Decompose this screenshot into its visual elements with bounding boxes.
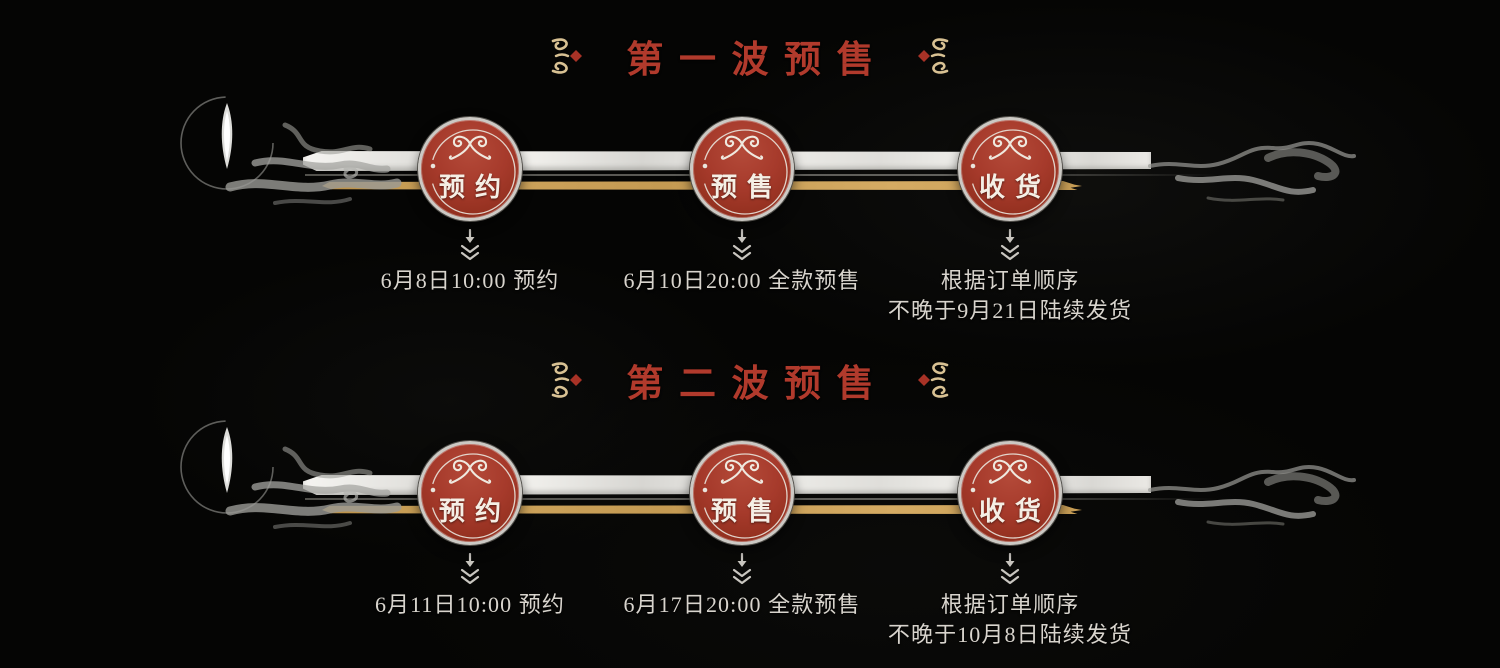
step-line: 6月10日20:00 全款预售 <box>623 268 861 293</box>
badge-inner-ring-icon <box>702 129 788 215</box>
step-description: 6月10日20:00 全款预售 <box>623 266 860 296</box>
step-delivery: 收货 根据订单顺序 不晚于9月21日陆续发货 <box>860 117 1160 326</box>
step-line: 不晚于9月21日陆续发货 <box>887 298 1133 323</box>
badge-label: 收货 <box>978 497 1051 526</box>
step-delivery: 收货 根据订单顺序 不晚于10月8日陆续发货 <box>860 441 1160 650</box>
step-description: 6月17日20:00 全款预售 <box>623 590 860 620</box>
step-reserve: 预约 6月11日10:00 预约 <box>320 441 620 620</box>
step-line: 不晚于10月8日陆续发货 <box>887 622 1133 647</box>
double-chevron-down-icon <box>732 229 752 261</box>
badge-inner-ring-icon <box>430 453 516 539</box>
step-presale: 预售 6月10日20:00 全款预售 <box>592 117 892 296</box>
step-badge-delivery: 收货 <box>958 117 1062 221</box>
section-title-row: 第一波预售 <box>0 30 1500 82</box>
badge-label: 预约 <box>438 173 511 202</box>
badge-label: 预售 <box>710 173 783 202</box>
step-reserve: 预约 6月8日10:00 预约 <box>320 117 620 296</box>
presale-wave-2: 第二波预售 预约 6月11日10:00 预约 <box>0 324 1500 658</box>
badge-inner-ring-icon <box>702 453 788 539</box>
step-badge-reserve: 预约 <box>418 441 522 545</box>
double-chevron-down-icon <box>460 229 480 261</box>
step-badge-delivery: 收货 <box>958 441 1062 545</box>
step-line: 6月8日10:00 预约 <box>380 268 560 293</box>
double-chevron-down-icon <box>460 553 480 585</box>
badge-inner-ring-icon <box>970 453 1056 539</box>
step-badge-presale: 预售 <box>690 117 794 221</box>
step-line: 6月17日20:00 全款预售 <box>623 592 861 617</box>
timeline: 预约 6月11日10:00 预约 预售 6月17日20:00 全款预售 <box>0 324 1500 658</box>
step-line: 根据订单顺序 <box>940 268 1080 293</box>
section-title: 第二波预售 <box>626 364 890 405</box>
step-presale: 预售 6月17日20:00 全款预售 <box>592 441 892 620</box>
step-description: 根据订单顺序 不晚于9月21日陆续发货 <box>888 266 1132 326</box>
double-chevron-down-icon <box>1000 229 1020 261</box>
step-badge-presale: 预售 <box>690 441 794 545</box>
badge-label: 预售 <box>710 497 783 526</box>
step-badge-reserve: 预约 <box>418 117 522 221</box>
ink-cloud-icon <box>1148 442 1368 537</box>
step-line: 6月11日10:00 预约 <box>374 592 566 617</box>
section-title-row: 第二波预售 <box>0 354 1500 406</box>
step-description: 6月11日10:00 预约 <box>375 590 565 620</box>
badge-label: 收货 <box>978 173 1051 202</box>
double-chevron-down-icon <box>732 553 752 585</box>
timeline: 预约 6月8日10:00 预约 预售 6月10日20:00 全款预售 <box>0 0 1500 326</box>
badge-label: 预约 <box>438 497 511 526</box>
badge-inner-ring-icon <box>430 129 516 215</box>
badge-inner-ring-icon <box>970 129 1056 215</box>
step-line: 根据订单顺序 <box>940 592 1080 617</box>
ink-cloud-icon <box>1148 118 1368 213</box>
section-title: 第一波预售 <box>626 40 890 81</box>
double-chevron-down-icon <box>1000 553 1020 585</box>
step-description: 根据订单顺序 不晚于10月8日陆续发货 <box>888 590 1132 650</box>
step-description: 6月8日10:00 预约 <box>381 266 560 296</box>
presale-wave-1: 第一波预售 预约 6月8日10:00 预约 <box>0 0 1500 326</box>
